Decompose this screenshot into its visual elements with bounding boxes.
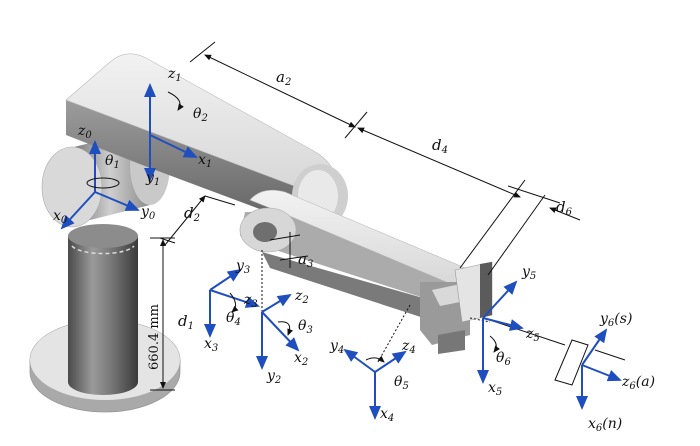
frame-4-axes bbox=[343, 348, 407, 420]
label-x3: x3 bbox=[204, 336, 218, 354]
label-x4: x4 bbox=[380, 406, 394, 424]
label-theta5: θ5 bbox=[394, 374, 409, 392]
label-z4: z4 bbox=[401, 338, 416, 356]
label-theta1: θ1 bbox=[105, 153, 120, 171]
label-z0: z0 bbox=[77, 123, 92, 141]
label-height: 660.4 mm bbox=[147, 304, 162, 370]
frame-0-axes bbox=[60, 140, 140, 230]
frame-3-axes bbox=[204, 268, 260, 338]
frame-6-axes bbox=[576, 328, 622, 410]
label-y6: y6(s) bbox=[599, 311, 632, 329]
label-d6: d6 bbox=[556, 198, 573, 218]
label-x0: x0 bbox=[53, 208, 68, 226]
label-theta6: θ6 bbox=[496, 350, 511, 368]
robot-column bbox=[68, 224, 138, 395]
label-d1: d1 bbox=[178, 312, 194, 332]
label-y4: y4 bbox=[329, 338, 344, 356]
label-theta4: θ4 bbox=[226, 310, 241, 328]
frame-1-axes bbox=[144, 83, 198, 182]
label-y0: y0 bbox=[140, 204, 156, 222]
label-z3: z3 bbox=[243, 292, 258, 310]
label-theta2: θ2 bbox=[193, 106, 208, 124]
label-y3: y3 bbox=[235, 258, 250, 276]
label-y1: y1 bbox=[145, 170, 160, 188]
frame-5-axes bbox=[477, 280, 524, 384]
forearm-link bbox=[239, 189, 493, 354]
label-a3: a3 bbox=[298, 250, 313, 270]
label-x6: x6(n) bbox=[588, 416, 622, 434]
label-y5: y5 bbox=[521, 264, 536, 282]
label-z5: z5 bbox=[525, 326, 540, 344]
label-d2: d2 bbox=[184, 204, 200, 224]
label-y2: y2 bbox=[266, 368, 281, 386]
dimension-lines bbox=[150, 41, 626, 391]
label-z2: z2 bbox=[294, 288, 309, 306]
label-theta3: θ3 bbox=[298, 318, 313, 336]
label-x1: x1 bbox=[198, 152, 212, 170]
label-d4: d4 bbox=[432, 136, 448, 156]
label-z1: z1 bbox=[167, 66, 182, 84]
label-x5: x5 bbox=[488, 380, 502, 398]
frame-2-axes bbox=[256, 293, 300, 370]
label-z6: z6(a) bbox=[621, 374, 655, 392]
label-a2: a2 bbox=[276, 68, 291, 88]
label-x2: x2 bbox=[294, 350, 308, 368]
